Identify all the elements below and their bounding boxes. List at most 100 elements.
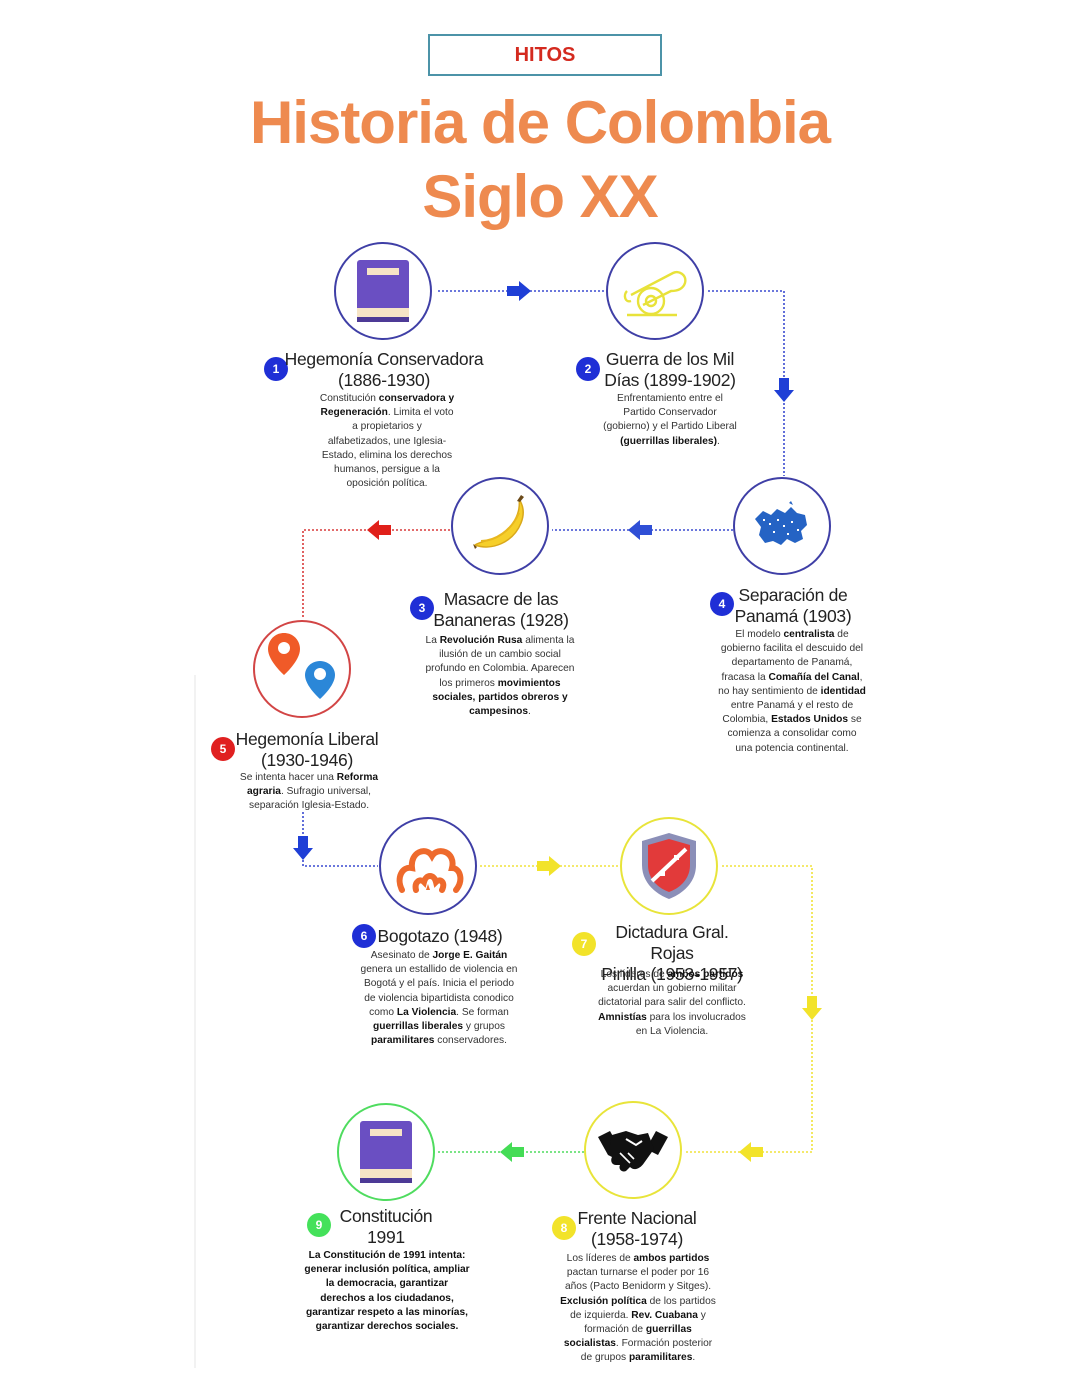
description-bold-text: socialistas <box>563 1338 616 1350</box>
event-9-icon-circle <box>337 1103 435 1201</box>
arrow-left-icon <box>367 520 391 540</box>
description-line: a propietarios y <box>287 420 487 434</box>
description-text: Estado, elimina los derechos <box>321 449 453 461</box>
event-1-number: 1 <box>264 357 288 381</box>
description-bold-text: agraria <box>246 786 281 798</box>
description-line: de grupos paramilitares. <box>548 1351 728 1365</box>
description-line: El modelo centralista de <box>702 628 882 642</box>
description-bold-text: generar inclusión política, ampliar <box>304 1264 470 1276</box>
description-text: . <box>716 435 720 447</box>
description-bold-text: identidad <box>820 685 866 697</box>
event-4-title-line2: Panamá (1903) <box>734 606 852 626</box>
event-2-title: Guerra de los Mil Días (1899-1902) <box>595 349 745 391</box>
description-bold-text: ambos partidos <box>633 1253 710 1264</box>
page-title: Historia de Colombia <box>249 89 831 156</box>
description-line: oposición política. <box>287 477 487 491</box>
description-line: Enfrentamiento entre el <box>588 392 752 406</box>
event-2-title-line1: Guerra de los Mil <box>605 349 735 369</box>
event-3-number: 3 <box>410 596 434 620</box>
event-7-icon-circle <box>620 817 718 915</box>
description-line: formación de guerrillas <box>548 1323 728 1337</box>
event-4-title-line1: Separación de <box>738 585 848 605</box>
description-text: . Se forman <box>456 1006 509 1018</box>
description-text: Partido Conservador <box>623 407 717 419</box>
description-text: de izquierda. <box>570 1309 632 1321</box>
arrow-right-icon <box>537 856 561 876</box>
hitos-label: HITOS <box>514 43 576 66</box>
description-text: . <box>528 706 531 718</box>
description-line: guerrillas liberales y grupos <box>346 1020 532 1034</box>
description-line: Regeneración. Limita el voto <box>287 406 487 420</box>
description-line: campesinos. <box>412 705 588 719</box>
arrow-down-icon <box>774 378 794 402</box>
description-bold-text: campesinos <box>469 706 529 718</box>
description-text: alimenta la <box>522 635 575 646</box>
hitos-badge: HITOS <box>428 34 662 76</box>
event-2-number: 2 <box>576 357 600 381</box>
event-1-icon-circle <box>334 242 432 340</box>
description-text: alfabetizados, une Iglesia- <box>327 435 447 447</box>
description-text: y grupos <box>463 1021 505 1033</box>
description-line: humanos, persigue a la <box>287 463 487 477</box>
description-line: agraria. Sufragio universal, <box>218 785 400 799</box>
description-text: los primeros <box>439 677 498 689</box>
description-text: . Sufragio universal, <box>280 786 372 798</box>
book-icon <box>357 260 409 322</box>
description-bold-text: ambos partidos <box>667 969 744 980</box>
map-icon <box>755 501 807 545</box>
description-line: Los líderes de ambos partidos <box>548 1252 728 1266</box>
description-line: Los líderes de ambos partidos <box>578 968 766 982</box>
description-text: Los líderes de <box>566 1253 634 1264</box>
description-bold-text: Comañía del Canal <box>768 671 860 683</box>
description-bold-text: Reforma <box>336 772 379 783</box>
description-text: a propietarios y <box>352 421 422 433</box>
description-line: comienza a consolidar como <box>702 727 882 741</box>
event-6-icon-circle <box>379 817 477 915</box>
description-bold-text: La Violencia <box>396 1006 457 1018</box>
description-text: dictatorial para salir del conflicto. <box>598 997 746 1009</box>
description-text: oposición política. <box>346 478 428 490</box>
event-7-title: Dictadura Gral. Rojas Pinilla (1953-1957… <box>592 922 752 985</box>
description-bold-text: (guerrillas liberales) <box>620 435 717 447</box>
description-text: Los líderes de <box>600 969 668 980</box>
description-line: fracasa la Comañía del Canal, <box>702 671 882 685</box>
event-7-title-line1: Dictadura Gral. Rojas <box>615 922 729 963</box>
event-9-number: 9 <box>307 1213 331 1237</box>
connector-5-6 <box>302 812 378 867</box>
description-text: Asesinato de <box>370 950 433 961</box>
description-bold-text: conservadora y <box>378 393 455 404</box>
description-text: acuerdan un gobierno militar <box>607 983 737 995</box>
description-line: Se intenta hacer una Reforma <box>218 771 400 785</box>
description-line: garantizar derechos sociales. <box>290 1320 484 1334</box>
description-text: ilusión de un cambio social <box>439 649 561 661</box>
connector-3-5 <box>302 529 450 618</box>
event-1-title-line1: Hegemonía Conservadora <box>284 349 484 369</box>
event-5-number: 5 <box>211 737 235 761</box>
description-bold-text: Amnistías <box>598 1011 647 1023</box>
arrow-down-icon <box>802 996 822 1020</box>
description-line: no hay sentimiento de identidad <box>702 685 882 699</box>
description-line: años (Pacto Benidorm y Sitges). <box>548 1280 728 1294</box>
description-line: profundo en Colombia. Aparecen <box>412 662 588 676</box>
description-text: conservadores. <box>434 1035 507 1047</box>
description-text: separación Iglesia-Estado. <box>248 800 370 812</box>
event-4-icon-circle <box>733 477 831 575</box>
description-line: Asesinato de Jorge E. Gaitán <box>346 949 532 963</box>
event-4-number: 4 <box>710 592 734 616</box>
map-pin-icon <box>268 633 335 699</box>
description-text: pactan turnarse el poder por 16 <box>566 1267 710 1279</box>
description-line: Exclusión política de los partidos <box>548 1295 728 1309</box>
event-5-title-line2: (1930-1946) <box>260 750 354 770</box>
event-1-title-line2: (1886-1930) <box>337 370 431 390</box>
description-bold-text: paramilitares <box>371 1035 435 1047</box>
description-text: . <box>692 1352 696 1364</box>
description-text: (gobierno) y el Partido Liberal <box>603 421 737 433</box>
description-line: generar inclusión política, ampliar <box>290 1263 484 1277</box>
book-icon <box>360 1121 412 1183</box>
event-6-title: Bogotazo (1948) <box>372 926 508 947</box>
event-8-icon-circle <box>584 1101 682 1199</box>
